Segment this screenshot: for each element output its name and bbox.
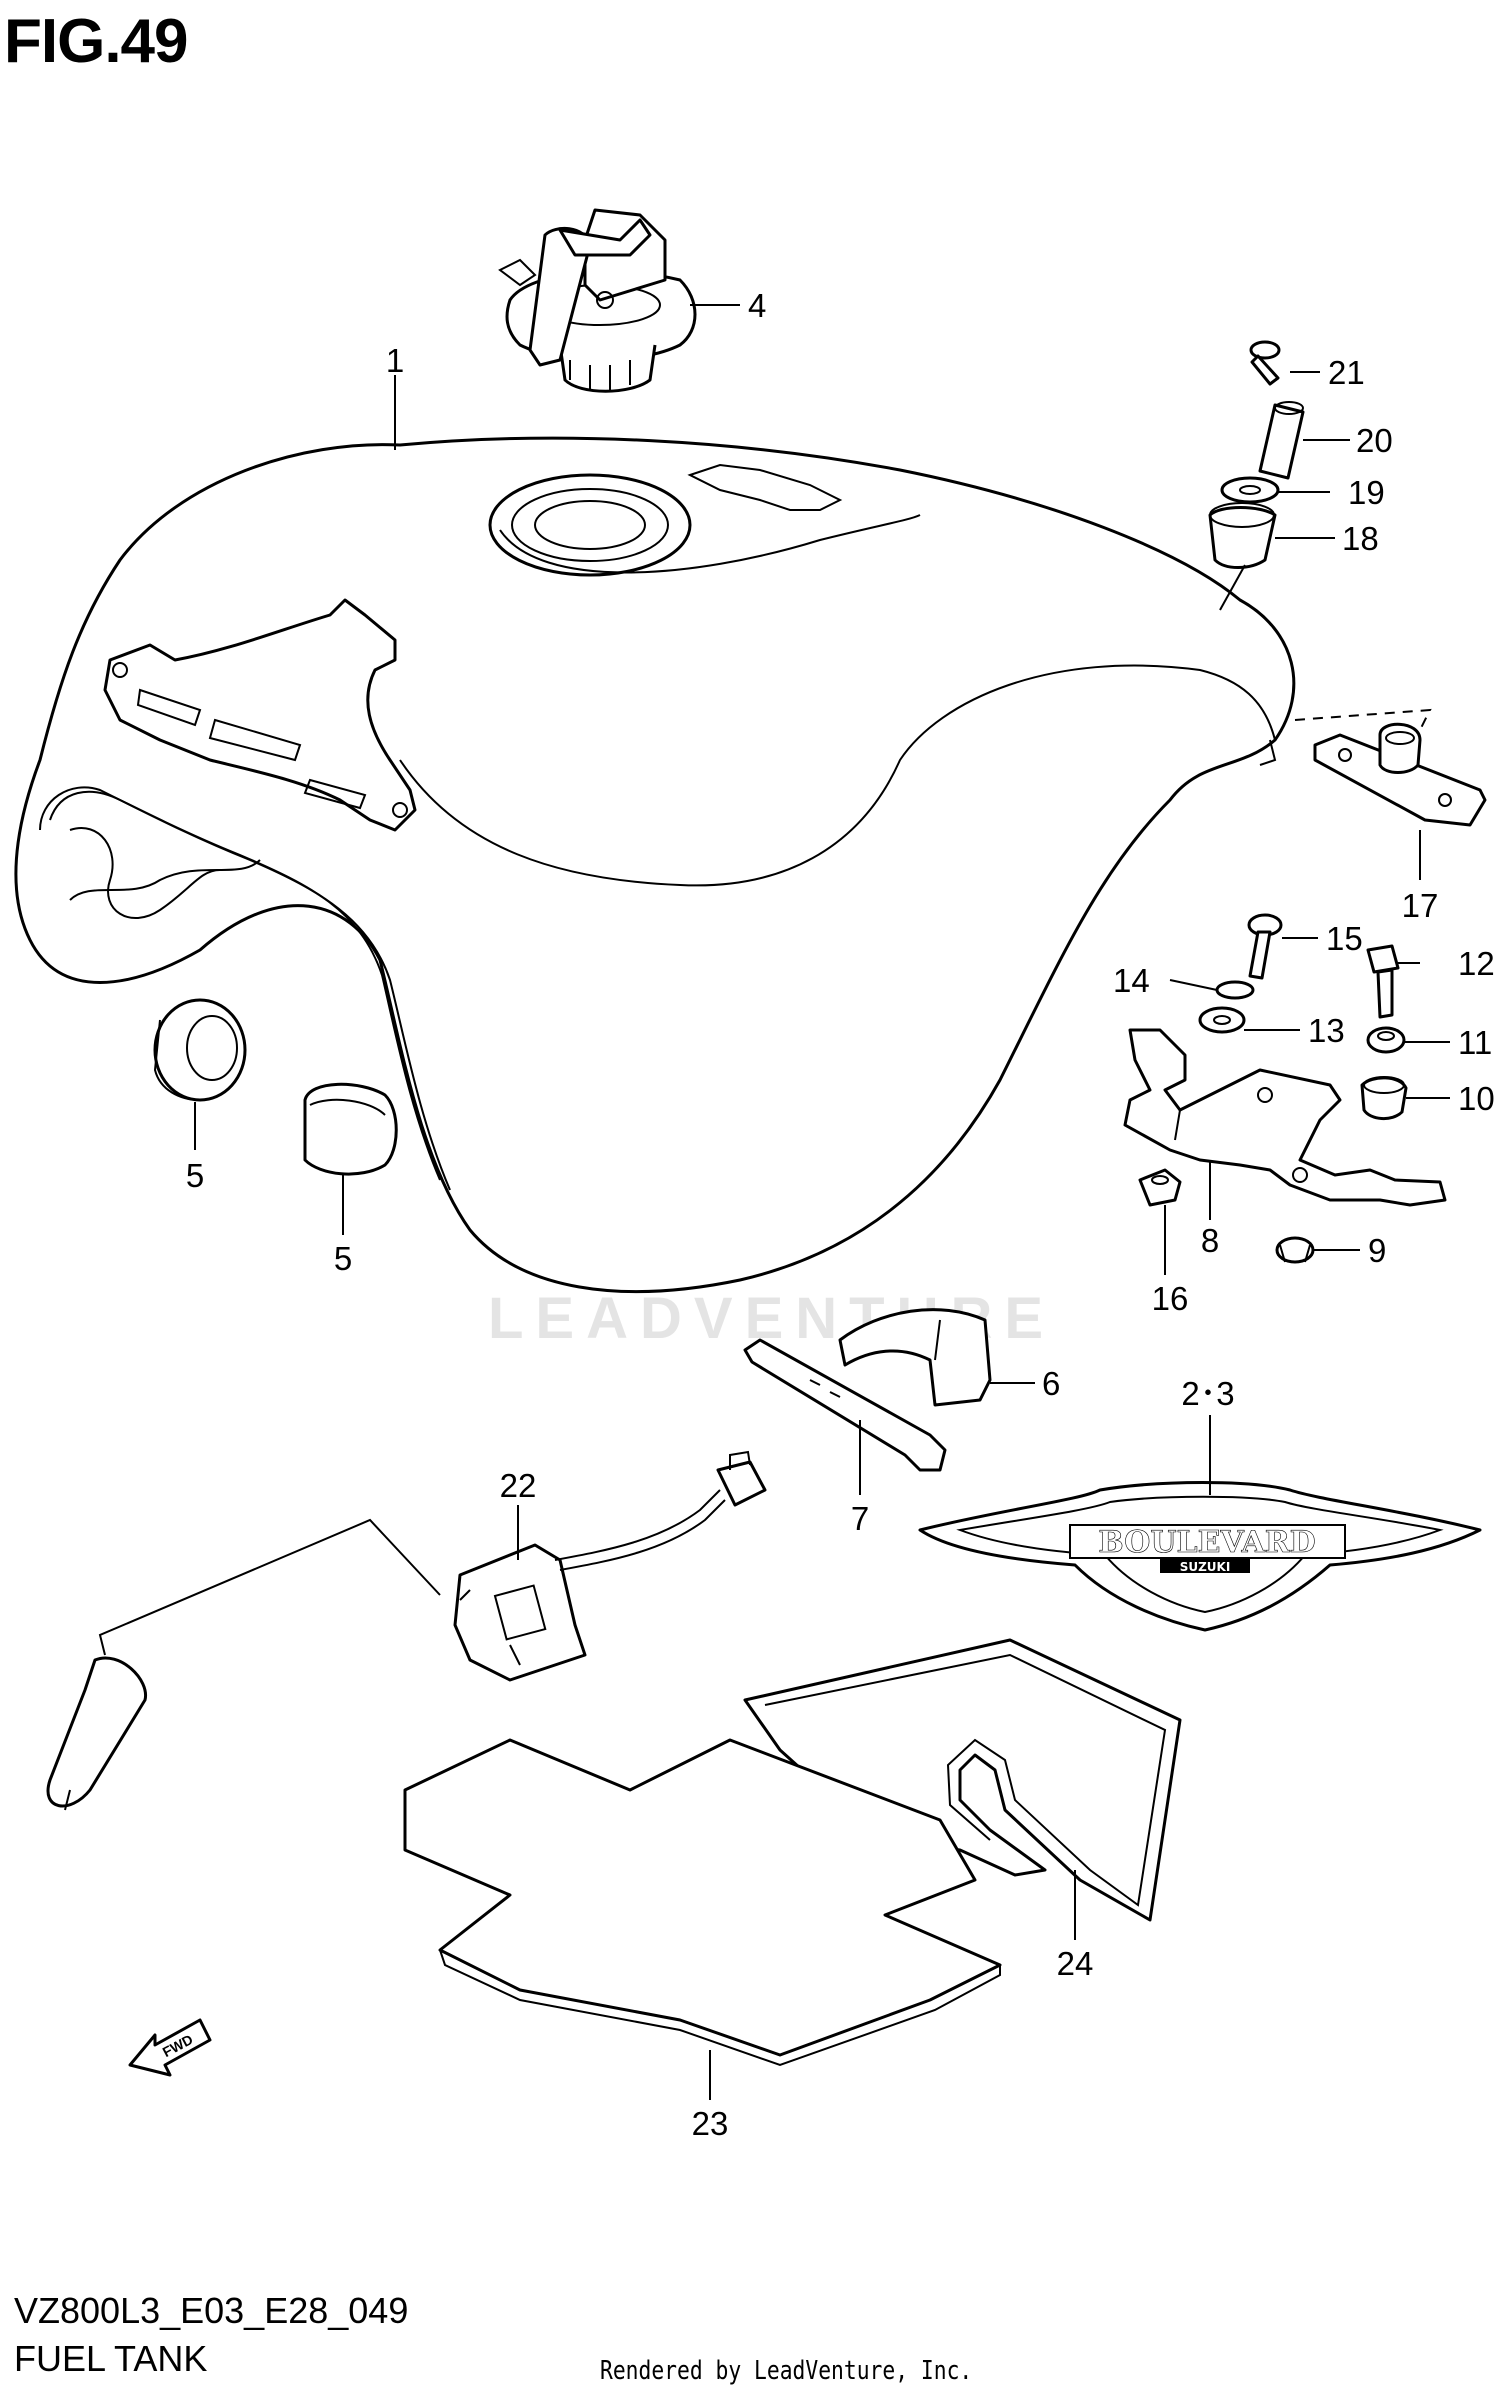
model-code: VZ800L3_E03_E28_049: [14, 2290, 409, 2331]
screw-15: [1247, 913, 1283, 980]
grommet-b: [303, 1082, 398, 1176]
emblem-main-text: BOULEVARD: [1098, 1525, 1315, 1560]
cushion-18: [1208, 502, 1277, 569]
fuel-tank: [14, 436, 1296, 1293]
collar-20: [1258, 401, 1305, 480]
grommet-a: [153, 998, 247, 1102]
tank-emblem: BOULEVARD SUZUKI: [918, 1481, 1482, 1632]
cushion-10: [1360, 1076, 1408, 1120]
callout-16: 16: [1152, 1280, 1189, 1317]
forward-arrow: FWD: [128, 2018, 212, 2077]
washer-9: [1275, 1236, 1315, 1264]
callout-9: 9: [1368, 1232, 1386, 1269]
fuel-cap: [498, 208, 697, 393]
collar-11: [1366, 1026, 1406, 1054]
callout-5b: 5: [334, 1240, 352, 1277]
render-credit: Rendered by LeadVenture, Inc.: [600, 2356, 973, 2386]
callout-24: 24: [1057, 1945, 1094, 1982]
cushion-6: [838, 1308, 992, 1407]
callout-11: 11: [1458, 1024, 1492, 1061]
emblem-sub-text: SUZUKI: [1180, 1560, 1231, 1574]
callout-7: 7: [851, 1500, 869, 1537]
callout-20: 20: [1356, 422, 1393, 459]
nut-16: [1138, 1168, 1182, 1207]
cushion-13: [1198, 1006, 1246, 1034]
callout-4: 4: [748, 287, 766, 324]
callout-14: 14: [1113, 962, 1150, 999]
callout-17: 17: [1402, 887, 1439, 924]
callout-2-3: 2･3: [1181, 1375, 1234, 1412]
figure-title: FIG.49: [4, 7, 189, 76]
cable-tie-7: [743, 1338, 947, 1472]
callout-10: 10: [1458, 1080, 1495, 1117]
callout-21: 21: [1328, 354, 1365, 391]
callout-22: 22: [500, 1467, 537, 1504]
bracket-8: [1123, 1028, 1447, 1207]
figure-caption: FUEL TANK: [14, 2338, 208, 2379]
callout-5a: 5: [186, 1157, 204, 1194]
screw-21: [1249, 340, 1281, 386]
callout-23: 23: [692, 2105, 729, 2142]
washer-14: [1215, 980, 1255, 1000]
callout-labels: 1 4 21 20 19 18 17 15 12 14 13 11 10 8 9…: [186, 287, 1495, 2142]
callout-1: 1: [386, 342, 404, 379]
leader-lines: [194, 304, 1450, 2100]
bolt-12: [1366, 944, 1400, 1019]
callout-6: 6: [1042, 1365, 1060, 1402]
fuel-level-sender: [46, 1450, 767, 1811]
callout-15: 15: [1326, 920, 1363, 957]
callout-18: 18: [1342, 520, 1379, 557]
callout-8: 8: [1201, 1222, 1219, 1259]
pad-23: [403, 1738, 1002, 2067]
callout-19: 19: [1348, 474, 1385, 511]
callout-12: 12: [1458, 945, 1495, 982]
washer-19: [1220, 476, 1280, 504]
callout-13: 13: [1308, 1012, 1345, 1049]
mount-bracket-17: [1294, 708, 1487, 827]
